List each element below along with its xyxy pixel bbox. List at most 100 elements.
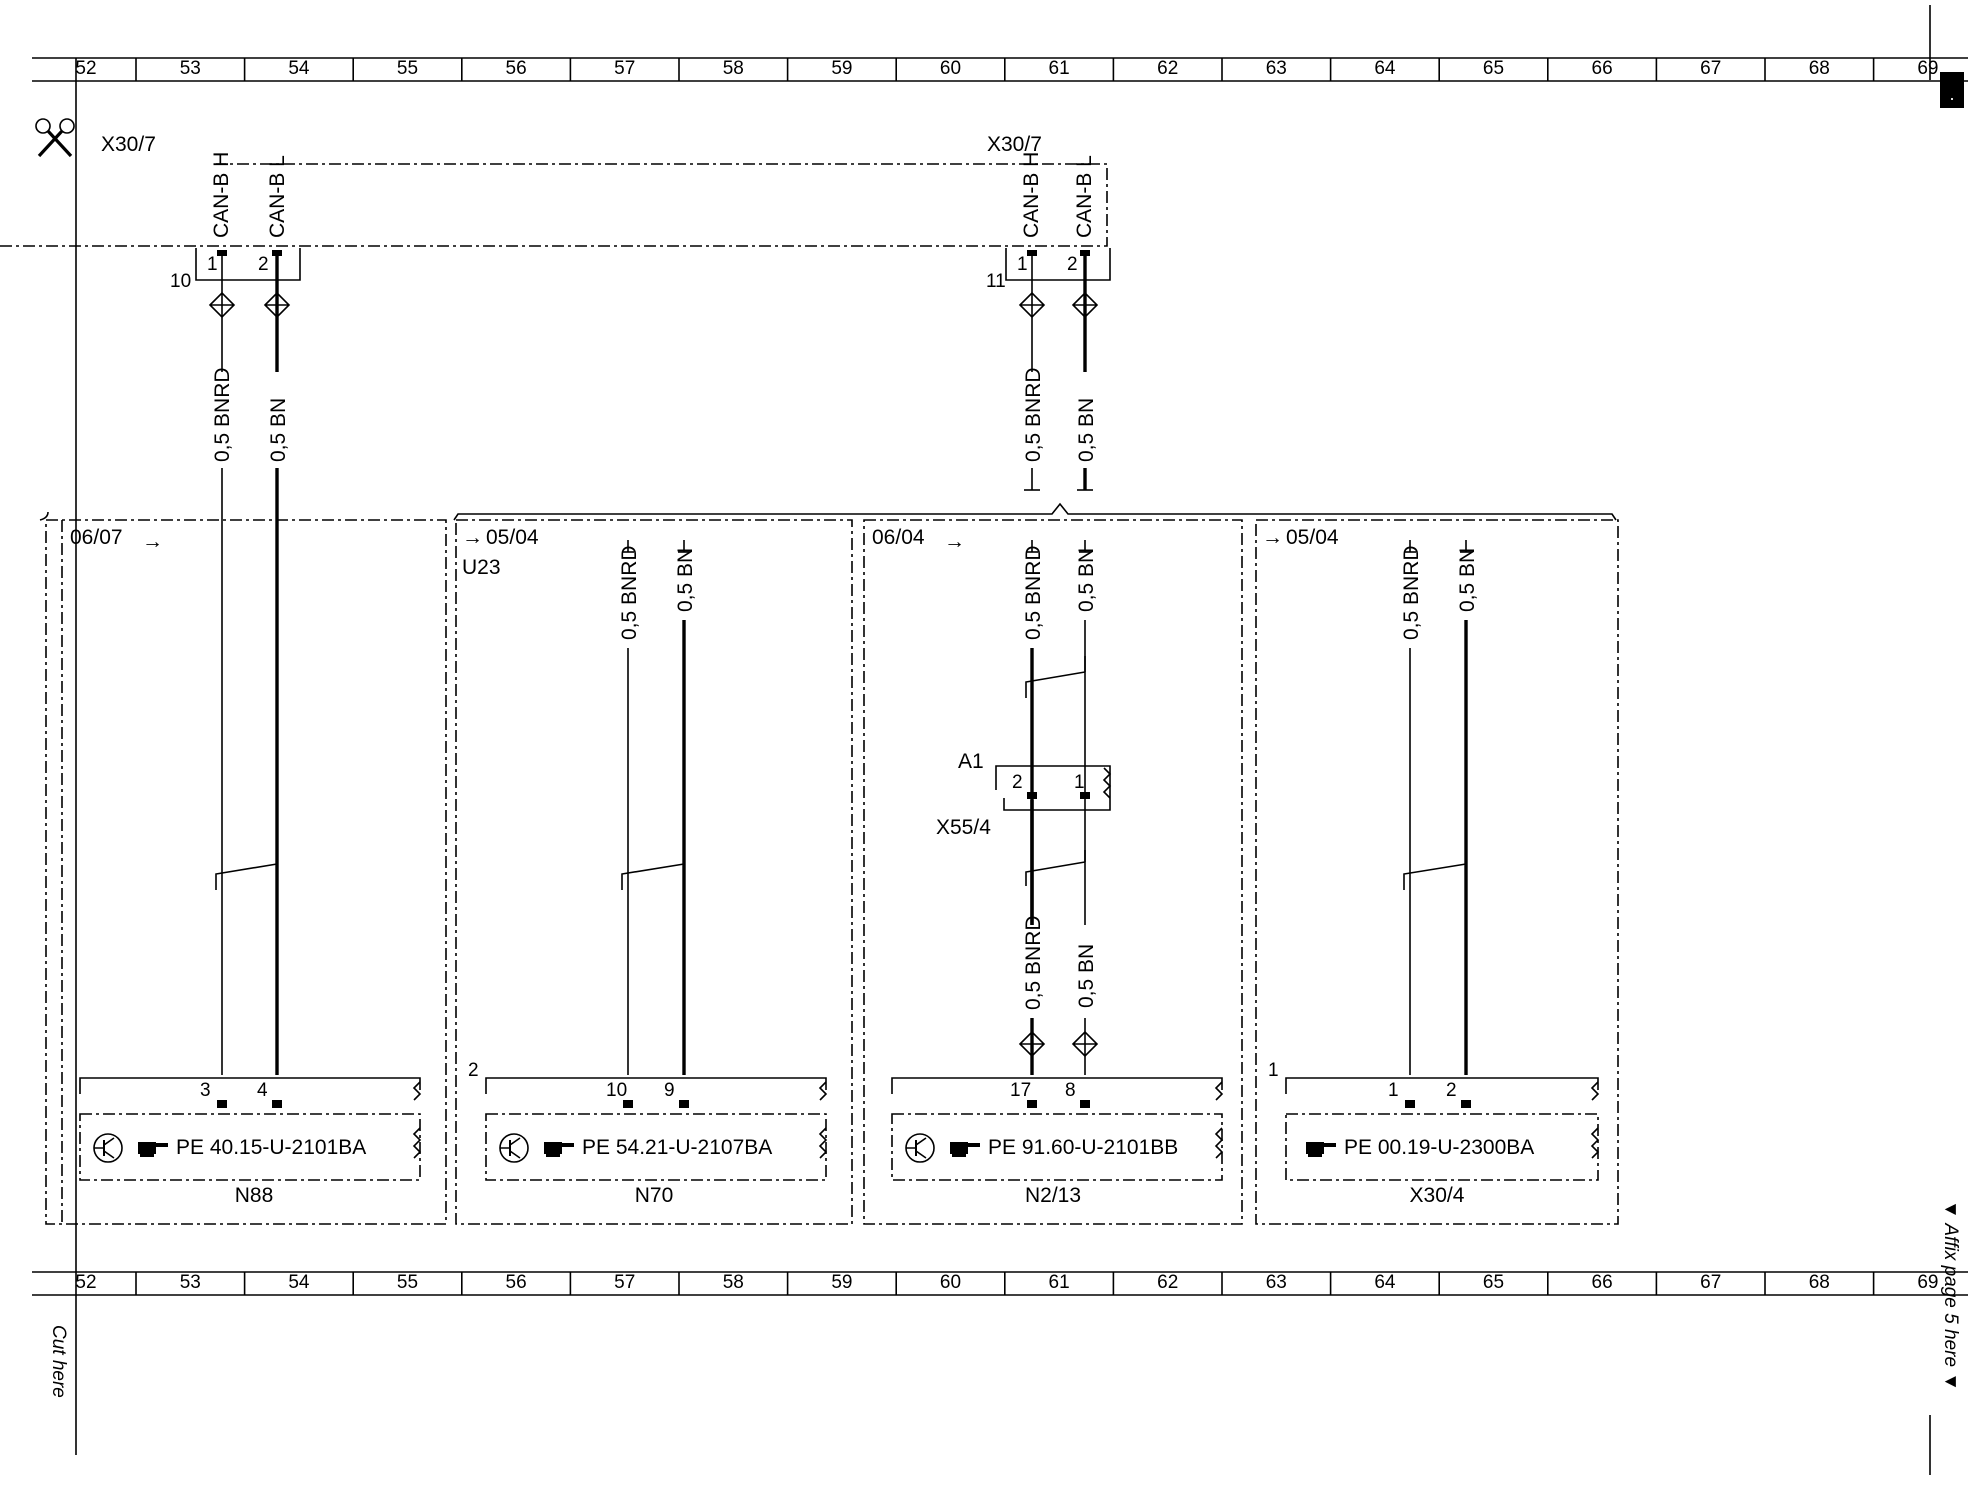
section-ref: 06/04 [872, 526, 925, 549]
twisted-pair-icon [621, 846, 685, 890]
component-module-name: N2/13 [1025, 1184, 1081, 1207]
bottom-grid-67: 67 [1700, 1272, 1721, 1293]
pointing-hand-icon [544, 1142, 574, 1157]
top-grid-54: 54 [288, 58, 310, 79]
inline-pin-1: 1 [1074, 772, 1085, 793]
wire-label-bn-lower: 0,5 BN [1075, 944, 1098, 1008]
wire-label-bn: 0,5 BN [674, 548, 697, 612]
twisted-pair-icon [1025, 656, 1086, 698]
inline-connector-id: X55/4 [936, 816, 991, 839]
bottom-grid-60: 60 [940, 1272, 961, 1293]
top-grid-53: 53 [180, 58, 201, 79]
pointing-hand-icon [1306, 1142, 1336, 1157]
bottom-grid-64: 64 [1374, 1272, 1396, 1293]
wire-label-bnrd: 0,5 BNRD [618, 545, 641, 640]
wire-label-bn: 0,5 BN [1456, 548, 1479, 612]
component-slot: 1 [1268, 1060, 1279, 1081]
top-grid-56: 56 [506, 58, 527, 79]
top-grid-52: 52 [75, 58, 96, 79]
splice-icon [1071, 1030, 1099, 1058]
connector-slot-right: 11 [986, 271, 1006, 292]
inline-pin-2: 2 [1012, 772, 1023, 793]
top-grid-62: 62 [1157, 58, 1178, 79]
can-b-l-label-right: CAN-B L [1073, 155, 1096, 238]
top-grid-68: 68 [1809, 58, 1830, 79]
top-grid-67: 67 [1700, 58, 1721, 79]
wire-label-bnrd-lower: 0,5 BNRD [1022, 915, 1045, 1010]
component-pin-b: 9 [664, 1080, 675, 1101]
connector-pin-right-2: 2 [1067, 254, 1078, 275]
top-grid-64: 64 [1374, 58, 1396, 79]
ref-arrow-icon: → [462, 526, 483, 549]
wire-label-left-bnrd: 0,5 BNRD [211, 367, 234, 462]
scissors-icon[interactable] [35, 118, 75, 158]
top-grid-65: 65 [1483, 58, 1504, 79]
bottom-grid-69: 69 [1917, 1272, 1938, 1293]
component-part-ref: PE 54.21-U-2107BA [582, 1136, 772, 1159]
connector-slot-left: 10 [170, 271, 191, 292]
can-b-h-label-left: CAN-B H [210, 152, 233, 238]
ref-arrow-icon: → [944, 530, 965, 553]
component-module-name: X30/4 [1410, 1184, 1465, 1207]
section-ref: 06/07 [70, 526, 123, 549]
connector-right-id: X30/7 [987, 133, 1042, 156]
component-slot: 2 [468, 1060, 479, 1081]
twisted-pair-icon [1025, 850, 1086, 886]
component-pin-a: 10 [606, 1080, 627, 1101]
component-module-name: N70 [635, 1184, 674, 1207]
bottom-grid-62: 62 [1157, 1272, 1178, 1293]
twisted-pair-icon [215, 846, 278, 890]
component-pin-b: 4 [257, 1080, 268, 1101]
component-part-ref: PE 00.19-U-2300BA [1344, 1136, 1534, 1159]
top-grid-66: 66 [1592, 58, 1613, 79]
bottom-grid-52: 52 [75, 1272, 96, 1293]
transistor-icon [93, 1133, 123, 1163]
page-marker: . [1949, 84, 1954, 104]
top-grid-61: 61 [1049, 58, 1070, 79]
bottom-grid-58: 58 [723, 1272, 744, 1293]
splice-icon [1018, 1030, 1046, 1058]
transistor-icon [905, 1133, 935, 1163]
wire-label-bnrd: 0,5 BNRD [1022, 545, 1045, 640]
ref-arrow-icon: → [1262, 526, 1283, 549]
component-module-name: N88 [235, 1184, 274, 1207]
bottom-grid-61: 61 [1049, 1272, 1070, 1293]
section-bracket [453, 502, 1617, 521]
top-grid-63: 63 [1266, 58, 1287, 79]
connector-pin-left-2: 2 [258, 254, 269, 275]
top-grid-57: 57 [614, 58, 635, 79]
component-pin-b: 8 [1065, 1080, 1076, 1101]
connector-pin-left-1: 1 [207, 254, 218, 275]
component-pin-a: 3 [200, 1080, 211, 1101]
bottom-grid-59: 59 [831, 1272, 852, 1293]
section-ref: 05/04 [1286, 526, 1339, 549]
twisted-pair-icon [1403, 846, 1467, 890]
bottom-grid-53: 53 [180, 1272, 201, 1293]
wire-label-left-bn: 0,5 BN [267, 398, 290, 462]
affix-page-label: ▼ Affix page 5 here ▼ [1940, 1200, 1961, 1391]
cut-here-label: Cut here [48, 1325, 69, 1398]
connector-pin-right-1: 1 [1017, 254, 1028, 275]
bottom-grid-68: 68 [1809, 1272, 1830, 1293]
can-b-l-label-left: CAN-B L [266, 155, 289, 238]
bottom-grid-63: 63 [1266, 1272, 1287, 1293]
component-part-ref: PE 91.60-U-2101BB [988, 1136, 1178, 1159]
bottom-grid-54: 54 [288, 1272, 310, 1293]
component-pin-a: 1 [1388, 1080, 1399, 1101]
ref-arrow-icon: → [142, 530, 163, 553]
pointing-hand-icon [138, 1142, 168, 1157]
top-grid-58: 58 [723, 58, 744, 79]
component-pin-a: 17 [1010, 1080, 1031, 1101]
top-wires: 0,5 BNRD 0,5 BN 0,5 BNRD 0,5 BN [208, 255, 1099, 1075]
can-b-h-label-right: CAN-B H [1020, 152, 1043, 238]
bottom-grid-66: 66 [1592, 1272, 1613, 1293]
wire-label-bnrd: 0,5 BNRD [1400, 545, 1423, 640]
